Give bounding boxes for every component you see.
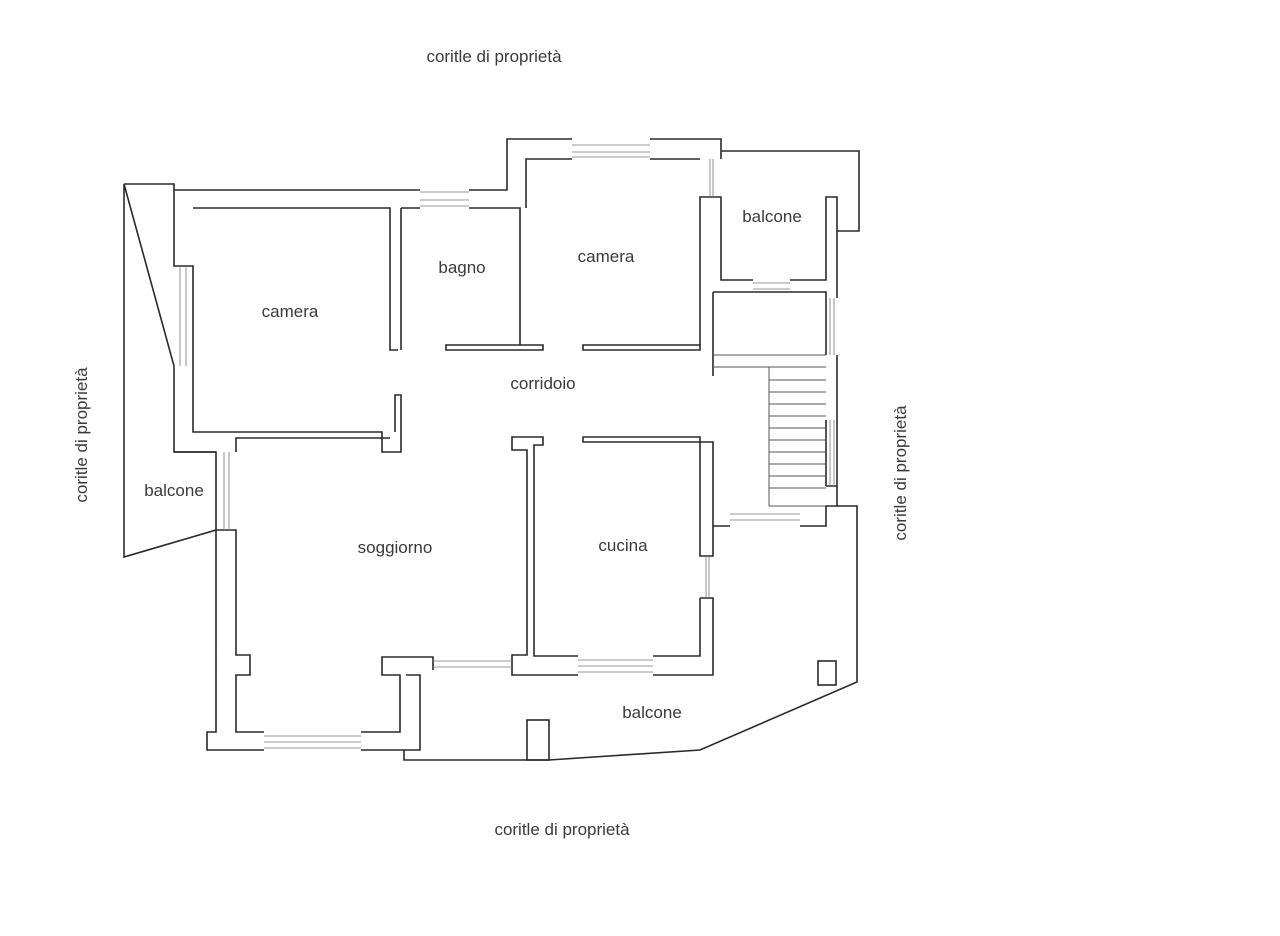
window-left-balcone (223, 452, 230, 530)
room-label-balcone-left: balcone (144, 481, 204, 500)
room-labels: camera bagno camera balcone corridoio ba… (144, 207, 802, 722)
corridor-stubs (445, 344, 701, 443)
window-cucina-bottom (578, 659, 653, 673)
column-bottom-left (526, 719, 550, 761)
top-wall-left (174, 138, 722, 191)
window-balcony-top (753, 282, 790, 290)
courtyard-label-left: coritle di proprietà (72, 367, 91, 503)
window-top-camera (572, 144, 650, 158)
room-label-balcone-bottom: balcone (622, 703, 682, 722)
window-top-bagno (420, 191, 469, 207)
courtyard-label-top: coritle di proprietà (426, 47, 562, 66)
window-left-camera (179, 266, 187, 366)
staircase (713, 354, 826, 507)
room-label-bagno: bagno (438, 258, 485, 277)
columns (526, 660, 837, 761)
window-camera-right (709, 159, 714, 197)
room-label-camera-left: camera (262, 302, 319, 321)
room-label-cucina: cucina (598, 536, 648, 555)
room-label-corridoio: corridoio (510, 374, 575, 393)
window-stair-right-top (829, 298, 835, 355)
stair-landing (713, 354, 826, 507)
exterior-walls (123, 138, 860, 761)
room-label-balcone-top-right: balcone (742, 207, 802, 226)
top-wall-left-inner (193, 158, 700, 351)
living-walls (206, 529, 434, 751)
window-soggiorno-right (433, 660, 512, 668)
window-stair-right (829, 420, 835, 486)
stair-treads (769, 379, 826, 489)
courtyard-label-right: coritle di proprietà (891, 405, 910, 541)
kitchen-walls (511, 436, 714, 676)
courtyard-labels: coritle di proprietà coritle di propriet… (72, 47, 910, 839)
column-bottom-right (817, 660, 837, 686)
room-label-camera-top: camera (578, 247, 635, 266)
stair-block (699, 231, 838, 557)
top-right-balcony-outline (699, 150, 860, 345)
bedroom-bottom-wall (174, 366, 402, 453)
window-soggiorno-bottom (264, 735, 361, 749)
windows (179, 144, 835, 749)
room-label-soggiorno: soggiorno (358, 538, 433, 557)
left-balcony-outline (123, 183, 217, 559)
window-cucina-right (705, 556, 710, 598)
bottom-balcony-outline (403, 505, 858, 761)
window-stair-bottom (730, 513, 800, 521)
courtyard-label-bottom: coritle di proprietà (494, 820, 630, 839)
